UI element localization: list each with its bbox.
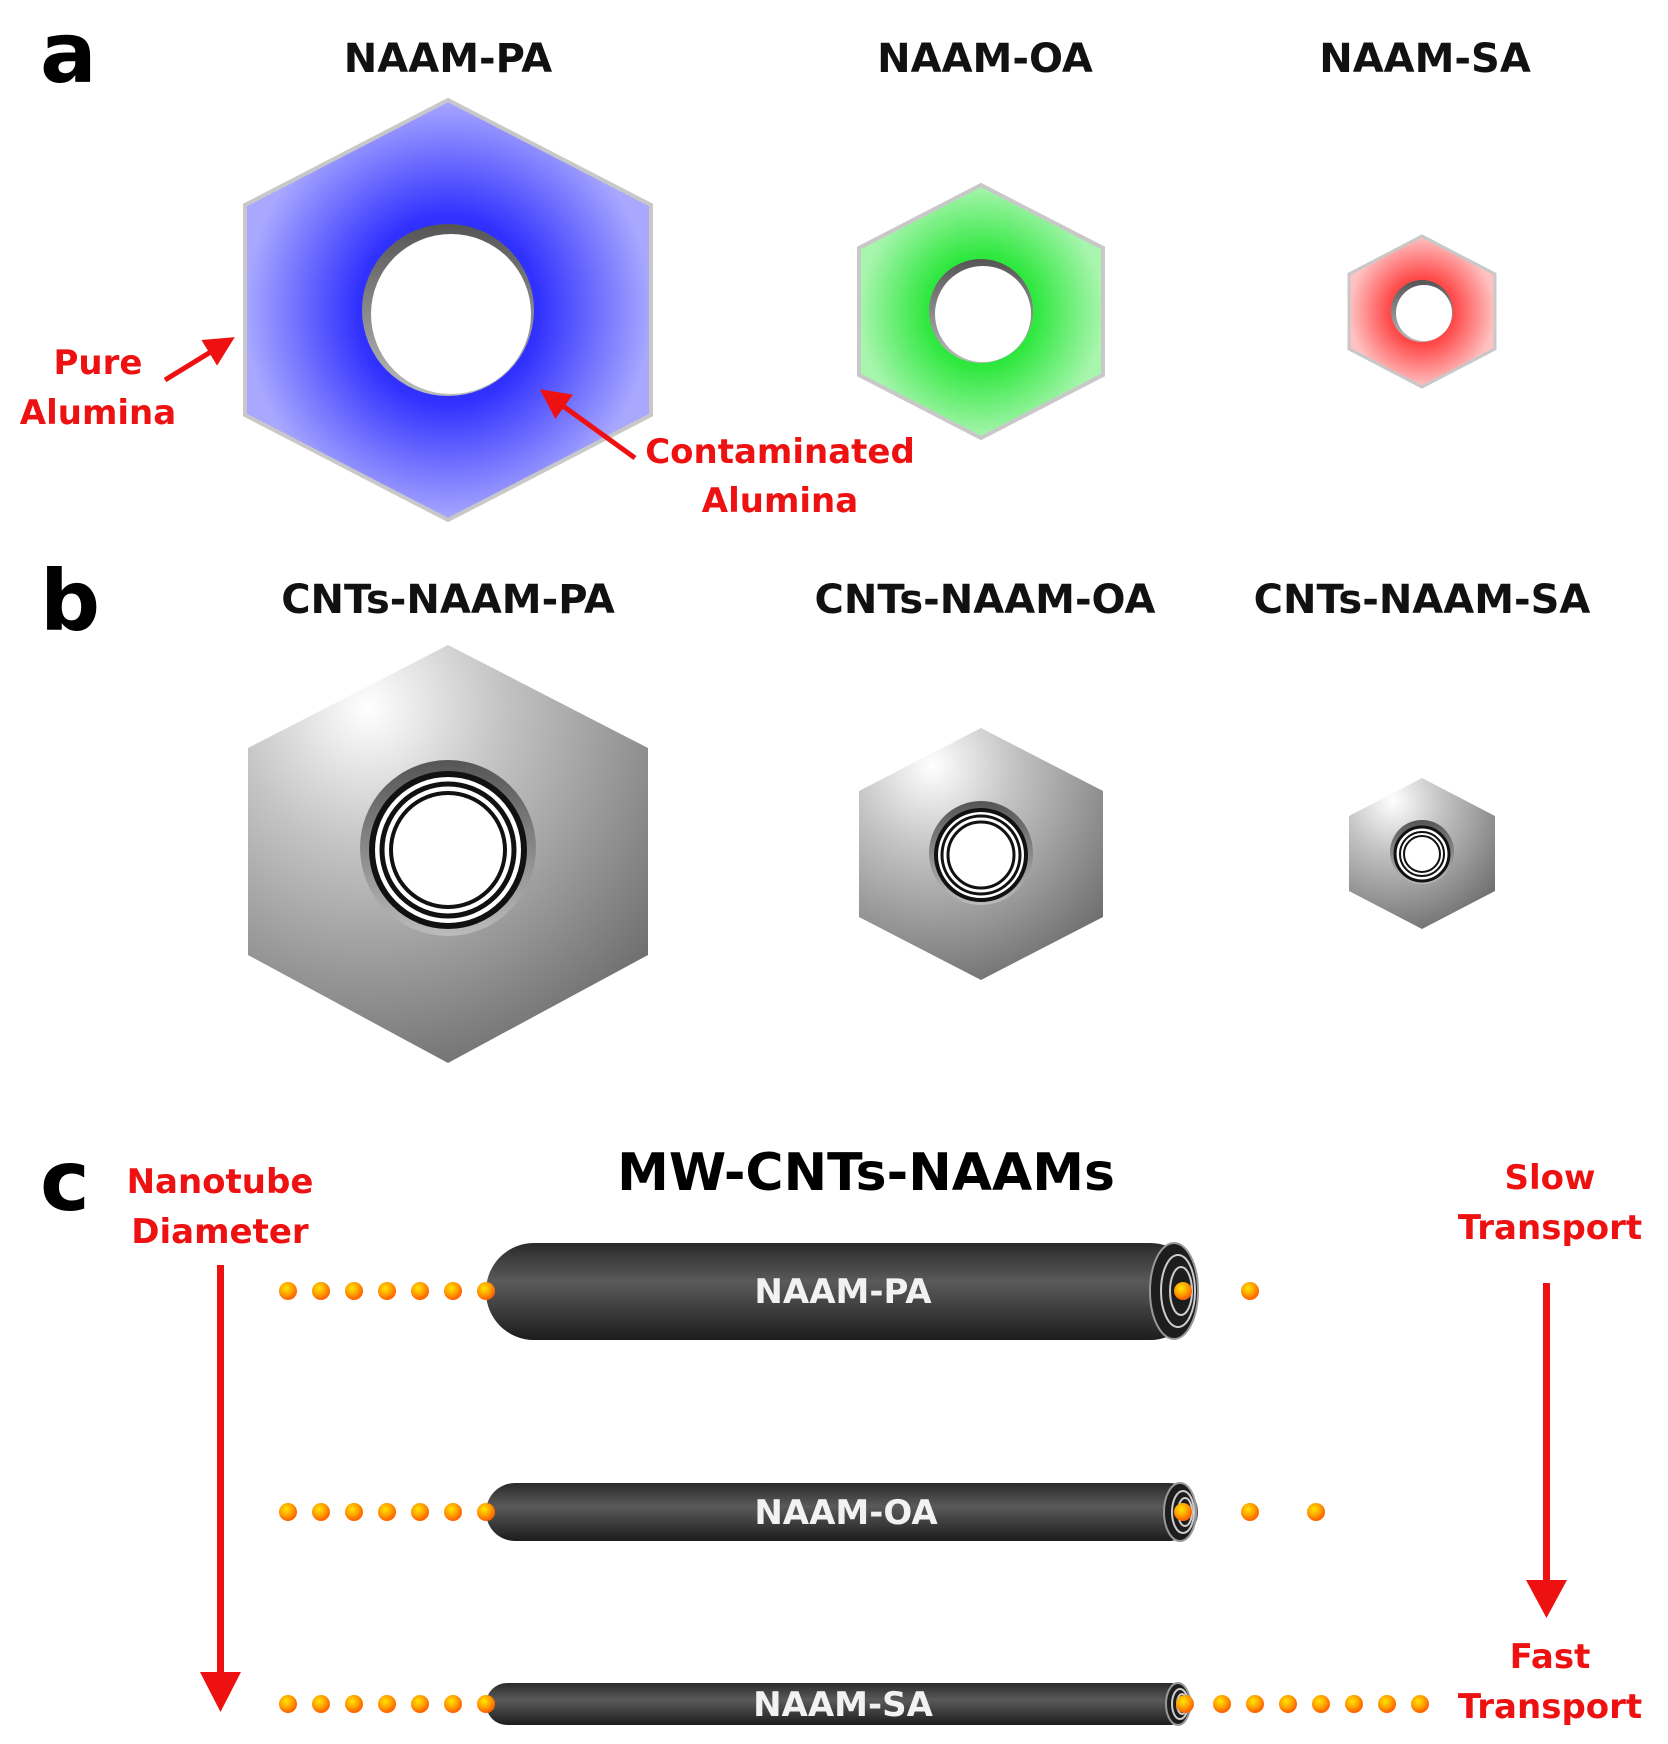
particle [444, 1503, 462, 1521]
particle [1174, 1282, 1192, 1300]
particle [279, 1503, 297, 1521]
particle [279, 1695, 297, 1713]
hexagon-cnts-naam-sa [1349, 778, 1495, 929]
particle [411, 1503, 429, 1521]
particle [411, 1282, 429, 1300]
particle [1213, 1695, 1231, 1713]
particle [1176, 1695, 1194, 1713]
nanotube-naam-oa: NAAM-OA [486, 1482, 1198, 1542]
particle [345, 1282, 363, 1300]
panel-c-letter: c [40, 1132, 90, 1230]
contaminated-alumina-label-line2: Alumina [702, 481, 858, 521]
fast-transport-label-line2: Transport [1458, 1687, 1642, 1727]
transport-particles [279, 1282, 1429, 1713]
particle [345, 1695, 363, 1713]
pure-alumina-arrow [163, 337, 235, 383]
title-cnts-naam-pa: CNTs-NAAM-PA [281, 577, 615, 623]
hexagon-naam-sa [1347, 234, 1497, 389]
particle [477, 1503, 495, 1521]
title-naam-oa: NAAM-OA [877, 36, 1093, 82]
panel-a-letter: a [40, 4, 97, 102]
hexagon-naam-oa [857, 182, 1105, 441]
slow-transport-label-line2: Transport [1458, 1208, 1642, 1248]
particle [1174, 1503, 1192, 1521]
particle [378, 1695, 396, 1713]
nanotube-naam-sa: NAAM-SA [486, 1682, 1192, 1726]
fast-transport-label-line1: Fast [1510, 1637, 1591, 1677]
tube-label-naam-oa: NAAM-OA [754, 1493, 938, 1533]
hexagon-naam-pa [243, 97, 653, 523]
panel-c-title: MW-CNTs-NAAMs [617, 1143, 1115, 1203]
particle [312, 1503, 330, 1521]
nanotube-naam-pa: NAAM-PA [486, 1242, 1199, 1340]
hexagon-cnts-naam-pa [248, 645, 648, 1063]
particle [477, 1695, 495, 1713]
panel-b-letter: b [40, 552, 100, 650]
particle [378, 1503, 396, 1521]
transport-arrow [1526, 1283, 1567, 1618]
pure-alumina-label-line2: Alumina [20, 393, 176, 433]
particle [444, 1695, 462, 1713]
particle [1312, 1695, 1330, 1713]
title-cnts-naam-sa: CNTs-NAAM-SA [1254, 577, 1591, 623]
particle [1279, 1695, 1297, 1713]
particle [477, 1282, 495, 1300]
particle [1411, 1695, 1429, 1713]
particle [312, 1695, 330, 1713]
hexagon-cnts-naam-oa [859, 728, 1103, 980]
nanotube-diameter-arrow [200, 1265, 241, 1712]
title-naam-pa: NAAM-PA [344, 36, 552, 82]
pure-alumina-label-line1: Pure [54, 343, 143, 383]
slow-transport-label-line1: Slow [1505, 1158, 1596, 1198]
particle [312, 1282, 330, 1300]
tube-label-naam-sa: NAAM-SA [753, 1685, 934, 1725]
particle [1378, 1695, 1396, 1713]
nanotube-diameter-label-line2: Diameter [131, 1212, 309, 1252]
particle [345, 1503, 363, 1521]
particle [1246, 1695, 1264, 1713]
particle [444, 1282, 462, 1300]
particle [1307, 1503, 1325, 1521]
particle [1345, 1695, 1363, 1713]
title-naam-sa: NAAM-SA [1319, 36, 1531, 82]
title-cnts-naam-oa: CNTs-NAAM-OA [815, 577, 1156, 623]
particle [411, 1695, 429, 1713]
particle [1241, 1282, 1259, 1300]
particle [1241, 1503, 1259, 1521]
tube-label-naam-pa: NAAM-PA [754, 1272, 932, 1312]
nanotube-diameter-label-line1: Nanotube [127, 1162, 314, 1202]
contaminated-alumina-label-line1: Contaminated [645, 432, 915, 472]
contaminated-alumina-arrow [539, 389, 637, 461]
particle [279, 1282, 297, 1300]
particle [378, 1282, 396, 1300]
